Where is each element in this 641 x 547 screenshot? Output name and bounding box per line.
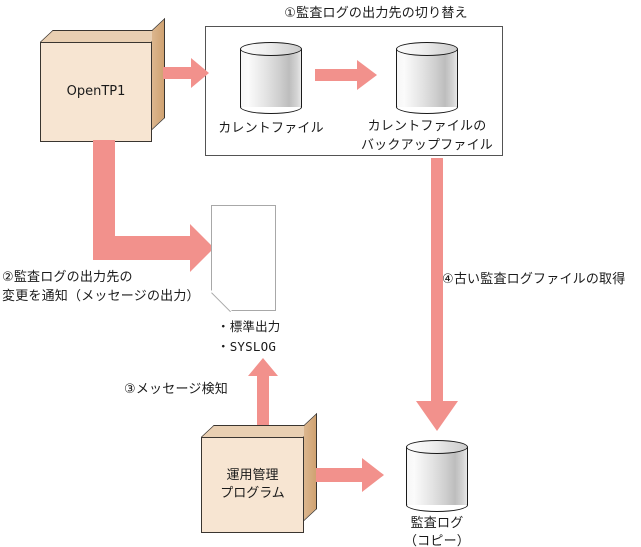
opentp1-box: OpenTP1: [40, 17, 165, 142]
arrow-program-to-audit-copy: [316, 458, 384, 492]
audit-log-switch-panel: [205, 26, 503, 156]
document-fold-cut: [210, 289, 233, 312]
current-file-label: カレントファイル: [218, 121, 324, 136]
admin-program-box: 運用管理プログラム: [201, 412, 317, 533]
audit-log-copy-cylinder: [406, 440, 468, 512]
note-1-label: ①監査ログの出力先の切り替え: [284, 6, 468, 21]
cylinder-top-ellipse: [396, 42, 458, 56]
arrow-opentp1-to-document: [84, 140, 214, 275]
cube-front-face: OpenTP1: [40, 42, 152, 142]
cube-top-face: [40, 30, 165, 42]
cylinder-top-ellipse: [406, 440, 468, 454]
backup-file-label-line2: バックアップファイル: [360, 138, 493, 153]
note-2-line2: 変更を通知（メッセージの出力）: [2, 289, 200, 304]
backup-file-cylinder: [396, 42, 458, 114]
note-4-label: ④古い監査ログファイルの取得: [442, 272, 626, 287]
arrow-current-to-backup: [315, 60, 377, 90]
arrow-backup-to-audit-copy: [416, 158, 458, 431]
cube-front-face: 運用管理プログラム: [201, 437, 304, 533]
admin-program-label: 運用管理プログラム: [220, 467, 285, 503]
doc-output-syslog: ・SYSLOG: [217, 339, 277, 354]
backup-file-label-line1: カレントファイルの: [367, 119, 487, 134]
note-3-label: ③メッセージ検知: [124, 382, 228, 397]
message-output-document: [210, 205, 276, 313]
note-2-line1: ②監査ログの出力先の: [2, 270, 133, 285]
arrow-opentp1-to-current: [163, 58, 209, 88]
cylinder-body: [240, 49, 302, 107]
admin-program-label-line1: 運用管理: [226, 468, 279, 483]
cube-top-face: [201, 425, 317, 437]
audit-log-copy-label-line2: （コピー）: [403, 534, 470, 547]
audit-log-copy-label-line1: 監査ログ: [410, 516, 464, 531]
current-file-cylinder: [240, 42, 302, 114]
cylinder-body: [406, 447, 468, 505]
admin-program-label-line2: プログラム: [220, 486, 285, 501]
cylinder-top-ellipse: [240, 42, 302, 56]
cylinder-body: [396, 49, 458, 107]
doc-output-stdout: ・標準出力: [217, 319, 281, 334]
arrow-program-to-document: [248, 358, 278, 433]
opentp1-label: OpenTP1: [66, 84, 126, 99]
